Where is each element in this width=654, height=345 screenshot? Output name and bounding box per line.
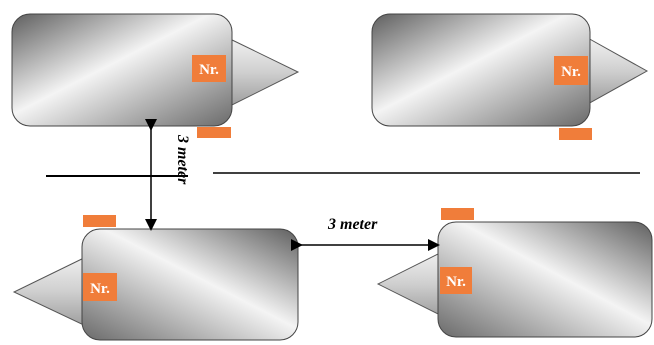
vehicle-bottom-left: Nr. [12, 215, 299, 341]
vehicle-nose-cone [585, 36, 649, 106]
nr-label: Nr. [199, 62, 219, 78]
nr-label: Nr. [446, 274, 466, 290]
vertical-distance-indicator: 3 meter [145, 119, 191, 231]
vehicle-body [11, 13, 233, 127]
vehicle-body [81, 228, 299, 341]
nr-label: Nr. [561, 64, 581, 80]
nr-tag [192, 55, 226, 82]
vehicle-nose-cone [12, 254, 91, 329]
vehicle-bottom-right: Nr. [376, 208, 653, 338]
vehicle-nose-cone [376, 249, 447, 319]
vertical-distance-label: 3 meter [174, 134, 191, 185]
vehicle-top-left: Nr. [11, 13, 300, 138]
tail-marker [197, 127, 231, 138]
vehicle-nose-cone [227, 37, 300, 108]
horizontal-distance-label: 3 meter [327, 216, 378, 233]
tail-marker [83, 215, 116, 227]
nr-tag [83, 273, 117, 301]
tail-marker [559, 128, 592, 140]
vehicle-body [371, 13, 591, 127]
tail-marker [441, 208, 474, 220]
nr-label: Nr. [90, 281, 110, 297]
nr-tag [440, 267, 472, 294]
vehicle-top-right: Nr. [371, 13, 649, 140]
horizontal-distance-indicator: 3 meter [291, 216, 440, 251]
nr-tag [554, 56, 588, 85]
vehicle-body [437, 221, 653, 338]
